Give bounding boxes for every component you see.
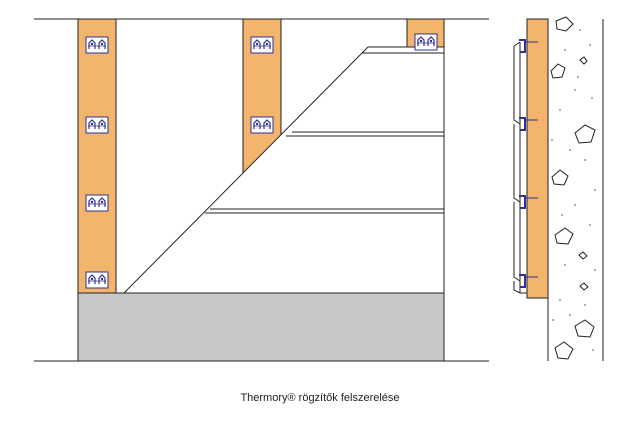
batten-left (77, 18, 117, 294)
cladding-board-area (122, 46, 445, 294)
concrete-aggregate (550, 16, 596, 360)
figure-caption: Thermory® rögzítők felszerelése (240, 392, 400, 404)
section-boards (513, 41, 527, 294)
clip-icon (250, 36, 274, 54)
clip-icon (85, 36, 109, 54)
section-clip (519, 195, 526, 209)
section-batten (526, 18, 549, 299)
clip-icon (85, 194, 109, 212)
board-seam-2 (205, 208, 444, 214)
section-screws (525, 41, 538, 278)
concrete-speckles (551, 29, 596, 351)
clip-icon (414, 33, 438, 51)
section-clip (519, 274, 526, 288)
clip-icon (250, 116, 274, 134)
clip-icon (85, 271, 109, 289)
clip-icon (85, 116, 109, 134)
board-seam-1 (286, 131, 444, 137)
concrete-base-band (77, 292, 445, 362)
section-clip (519, 117, 526, 131)
section-clip (519, 39, 526, 53)
